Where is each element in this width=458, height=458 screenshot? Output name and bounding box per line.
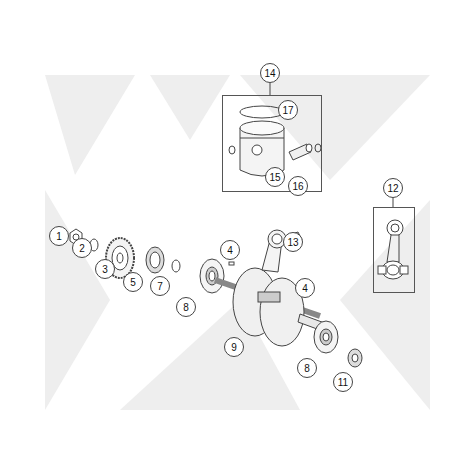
callout-number: 2 (72, 238, 92, 258)
callout-number: 7 (150, 276, 170, 296)
callout-number: 14 (260, 63, 280, 83)
callout-number: 4 (295, 278, 315, 298)
callout-number: 16 (288, 176, 308, 196)
callout-number: 8 (176, 297, 196, 317)
callout-number: 12 (383, 178, 403, 198)
callout-number: 9 (224, 337, 244, 357)
callout-number: 8 (297, 358, 317, 378)
group-box: 12 (373, 207, 415, 293)
callout-number: 13 (283, 232, 303, 252)
watermark (45, 75, 430, 410)
callout-number: 3 (95, 259, 115, 279)
callout-number: 5 (123, 272, 143, 292)
callout-number: 11 (333, 372, 353, 392)
callout-number: 15 (265, 167, 285, 187)
callout-number: 1 (49, 226, 69, 246)
callout-number: 17 (278, 100, 298, 120)
callout-number: 4 (220, 240, 240, 260)
